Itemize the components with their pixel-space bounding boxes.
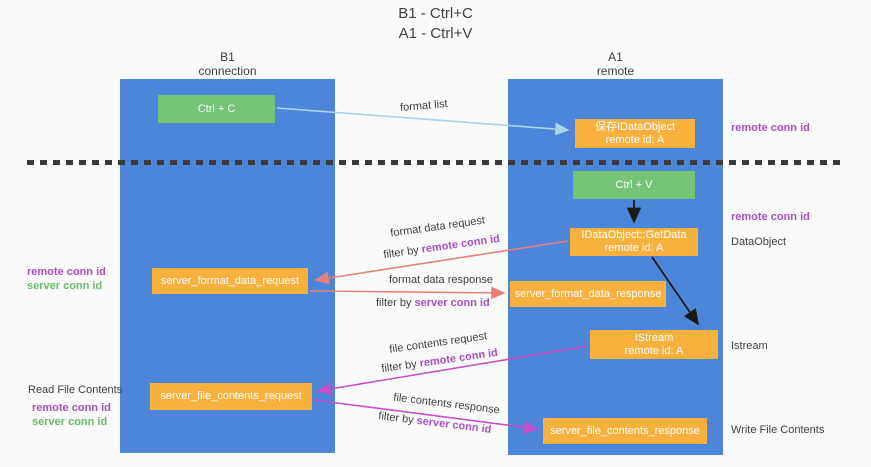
getdata-line1: IDataObject::GetData xyxy=(581,229,687,241)
a1-name: A1 xyxy=(608,50,623,64)
label-read-file-contents: Read File Contents xyxy=(28,384,123,396)
filter-remote-conn-id-1: remote conn id xyxy=(420,232,501,256)
edge-label-format-list: format list xyxy=(399,97,449,115)
label-left-server-conn-id-1: server conn id xyxy=(27,280,103,292)
node-istream: IStream remote id: A xyxy=(590,330,718,359)
label-remote-conn-id-mid: remote conn id xyxy=(731,211,810,223)
save-idataobject-line2: remote id: A xyxy=(605,133,665,146)
edge-label-file-contents-response: file contents response xyxy=(392,391,501,417)
node-server-format-data-request: server_format_data_request xyxy=(152,268,308,294)
arrow-format-data-response xyxy=(309,286,506,300)
ctrl-v-label: Ctrl + V xyxy=(615,178,653,191)
filter-by-text-3: filter by xyxy=(380,357,421,376)
label-write-file-contents: Write File Contents xyxy=(731,424,825,436)
label-left-remote-conn-id-1: remote conn id xyxy=(27,266,106,278)
file-request-label: server_file_contents_request xyxy=(160,390,302,402)
a1-sub: remote xyxy=(596,64,635,78)
title-line-1: B1 - Ctrl+C xyxy=(398,5,473,22)
label-left-server-conn-id-2: server conn id xyxy=(32,416,108,428)
label-left-remote-conn-id-2: remote conn id xyxy=(32,402,111,414)
filter-by-text-4: filter by xyxy=(377,410,418,427)
edge-label-format-data-response: format data response xyxy=(389,274,493,286)
filter-server-conn-id-2: server conn id xyxy=(415,414,493,436)
node-ctrl-c: Ctrl + C xyxy=(158,95,275,123)
file-response-label: server_file_contents_response xyxy=(550,424,700,437)
title-line-2: A1 - Ctrl+V xyxy=(398,25,473,42)
filter-by-text-2: filter by xyxy=(376,297,415,309)
istream-line2: remote id: A xyxy=(624,344,684,357)
edge-label-filter-server-1: filter by server conn id xyxy=(376,297,490,309)
node-server-file-contents-request: server_file_contents_request xyxy=(150,383,312,410)
column-header-a1: A1 remote xyxy=(508,50,723,78)
save-idataobject-line1: 保存IDataObject xyxy=(594,120,676,133)
filter-remote-conn-id-2: remote conn id xyxy=(418,346,499,370)
session-divider-line xyxy=(27,160,845,165)
format-response-label: server_format_data_response xyxy=(514,287,662,300)
ctrl-c-label: Ctrl + C xyxy=(197,102,236,115)
istream-line1: IStream xyxy=(634,331,674,344)
node-idataobject-getdata: IDataObject::GetData remote id: A xyxy=(570,228,698,256)
diagram-title: B1 - Ctrl+C A1 - Ctrl+V xyxy=(0,4,871,44)
b1-sub: connection xyxy=(198,64,257,78)
format-request-label: server_format_data_request xyxy=(160,274,300,287)
label-dataobject: DataObject xyxy=(731,236,787,248)
filter-by-text-1: filter by xyxy=(382,243,423,262)
node-server-file-contents-response: server_file_contents_response xyxy=(543,418,707,444)
getdata-line2: remote id: A xyxy=(604,242,664,254)
edge-label-filter-server-2: filter by server conn id xyxy=(378,410,492,436)
b1-name: B1 xyxy=(220,50,235,64)
label-istream: Istream xyxy=(731,340,768,352)
node-save-idataobject: 保存IDataObject remote id: A xyxy=(575,119,695,148)
label-remote-conn-id-top: remote conn id xyxy=(731,122,810,134)
filter-server-conn-id-1: server conn id xyxy=(414,297,490,309)
node-server-format-data-response: server_format_data_response xyxy=(510,281,666,307)
column-header-b1: B1 connection xyxy=(120,50,335,78)
node-ctrl-v: Ctrl + V xyxy=(573,171,695,199)
